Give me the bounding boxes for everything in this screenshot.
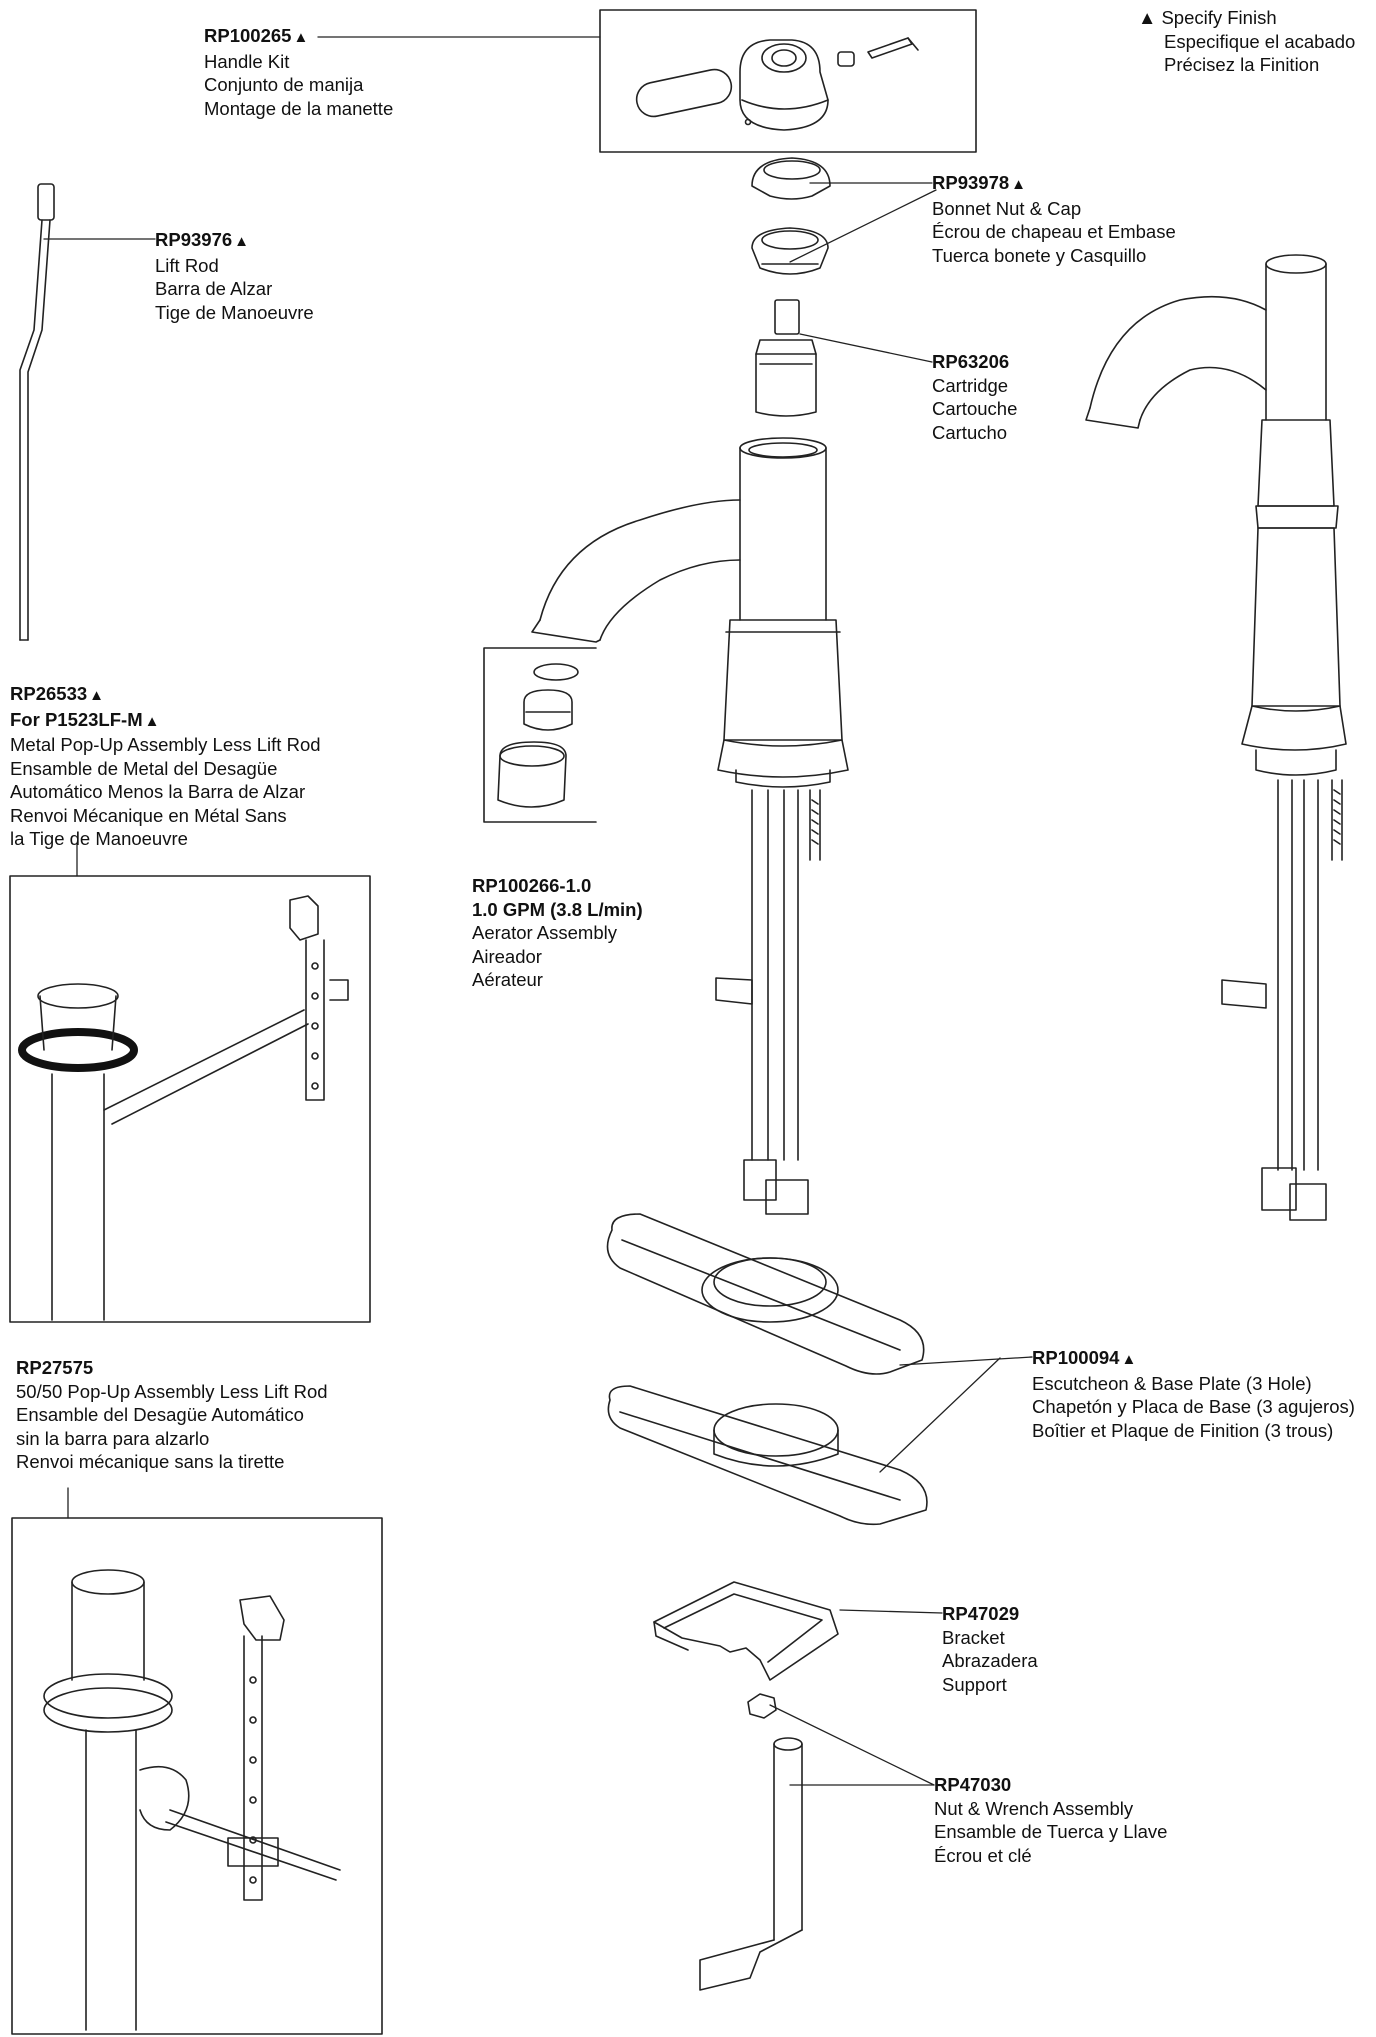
part-number: RP47030 (934, 1774, 1012, 1795)
legend-line-2: Especifique el acabado (1164, 30, 1356, 52)
part-desc-fr: Boîtier et Plaque de Finition (3 trous) (1032, 1419, 1334, 1441)
part-desc-en: Escutcheon & Base Plate (3 Hole) (1032, 1372, 1312, 1394)
part-number: RP93976 (155, 229, 233, 250)
part-desc-es: Ensamble de Tuerca y Llave (934, 1821, 1168, 1842)
part-desc-es: Barra de Alzar (155, 278, 273, 299)
part-label-escutcheon: RP100094▲ Escutcheon & Base Plate (3 Hol… (1032, 1346, 1355, 1442)
part-number: RP100265 (204, 25, 292, 46)
lift-rod-illustration (20, 184, 54, 640)
part-label-cartridge: RP63206 Cartridge Cartouche Cartucho (932, 350, 1017, 444)
part-number: RP47029 (942, 1603, 1020, 1624)
faucet-side-illustration (1086, 255, 1346, 1220)
part-desc-line-3: Automático Menos la Barra de Alzar (10, 781, 306, 802)
part-label-popup-5050: RP27575 50/50 Pop-Up Assembly Less Lift … (16, 1356, 328, 1474)
part-desc-fr: Tige de Manoeuvre (155, 301, 314, 323)
part-desc-line-2: Ensamble del Desagüe Automático (16, 1404, 304, 1425)
part-desc-line-3: sin la barra para alzarlo (16, 1427, 210, 1449)
part-desc-fr: Cartucho (932, 421, 1008, 443)
finish-triangle-icon: ▲ (1011, 176, 1027, 193)
part-desc-line-4: Renvoi mécanique sans la tirette (16, 1451, 285, 1472)
finish-triangle-icon: ▲ (1121, 1351, 1137, 1368)
part-desc-es: Aireador (472, 945, 542, 967)
part-desc-fr: Tuerca bonete y Casquillo (932, 244, 1147, 266)
cartridge-illustration (756, 300, 816, 416)
part-label-nut: RP47030 Nut & Wrench Assembly Ensamble d… (934, 1773, 1167, 1867)
part-label-bracket: RP47029 Bracket Abrazadera Support (942, 1602, 1038, 1696)
legend-line-1: Specify Finish (1161, 7, 1277, 28)
part-desc-en: Lift Rod (155, 254, 219, 276)
part-desc-fr: Aérateur (472, 969, 543, 990)
finish-triangle-icon: ▲ (234, 233, 250, 250)
escutcheon-illustration (608, 1214, 927, 1524)
part-desc-fr: Support (942, 1673, 1007, 1695)
handle-kit-illustration (600, 10, 976, 152)
part-desc-es: Chapetón y Placa de Base (3 agujeros) (1032, 1396, 1355, 1417)
part-desc-en: Cartridge (932, 374, 1009, 396)
part-label-handle: RP100265▲ Handle Kit Conjunto de manija … (204, 24, 393, 120)
part-desc-line-5: la Tige de Manoeuvre (10, 828, 188, 849)
part-number: RP93978 (932, 172, 1010, 193)
part-desc-es: Abrazadera (942, 1650, 1038, 1671)
part-desc-en: Handle Kit (204, 50, 290, 72)
nut-wrench-illustration (700, 1694, 802, 1990)
part-desc-es: Cartouche (932, 398, 1018, 419)
part-number: RP27575 (16, 1357, 94, 1378)
finish-legend: ▲ Specify Finish Especifique el acabado … (1138, 6, 1355, 77)
part-desc-line-2: Ensamble de Metal del Desagüe (10, 757, 278, 779)
part-desc-en: Bracket (942, 1626, 1005, 1648)
popup-metal-illustration (10, 876, 370, 1322)
part-number: RP100266-1.0 (472, 875, 592, 896)
finish-triangle-icon: ▲ (1138, 7, 1157, 28)
part-desc-line-1: Metal Pop-Up Assembly Less Lift Rod (10, 734, 321, 755)
part-label-bonnet: RP93978▲ Bonnet Nut & Cap Écrou de chape… (932, 171, 1176, 267)
aerator-illustration (484, 648, 596, 822)
part-desc-es: Conjunto de manija (204, 74, 364, 95)
part-subtitle: For P1523LF-M (10, 708, 143, 730)
part-number: RP26533 (10, 683, 88, 704)
finish-triangle-icon: ▲ (144, 712, 160, 730)
part-subtitle: 1.0 GPM (3.8 L/min) (472, 898, 643, 920)
popup-5050-illustration (12, 1518, 382, 2034)
bracket-illustration (654, 1582, 838, 1680)
part-label-popup-metal: RP26533▲ For P1523LF-M▲ Metal Pop-Up Ass… (10, 682, 321, 851)
part-desc-line-1: 50/50 Pop-Up Assembly Less Lift Rod (16, 1380, 328, 1402)
part-desc-es: Écrou de chapeau et Embase (932, 221, 1176, 242)
part-label-liftrod: RP93976▲ Lift Rod Barra de Alzar Tige de… (155, 228, 314, 324)
part-label-aerator: RP100266-1.0 1.0 GPM (3.8 L/min) Aerator… (472, 874, 643, 992)
part-desc-en: Bonnet Nut & Cap (932, 197, 1082, 219)
part-desc-fr: Montage de la manette (204, 97, 394, 119)
part-desc-en: Aerator Assembly (472, 922, 617, 943)
faucet-center-illustration (532, 438, 848, 1214)
part-number: RP100094 (1032, 1347, 1120, 1368)
part-desc-fr: Écrou et clé (934, 1844, 1032, 1866)
legend-line-3: Précisez la Finition (1164, 54, 1320, 75)
finish-triangle-icon: ▲ (293, 29, 309, 46)
part-desc-en: Nut & Wrench Assembly (934, 1797, 1134, 1819)
bonnet-nut-cap-illustration (752, 158, 830, 274)
finish-triangle-icon: ▲ (89, 687, 105, 704)
part-desc-line-4: Renvoi Mécanique en Métal Sans (10, 804, 287, 826)
part-number: RP63206 (932, 351, 1010, 372)
